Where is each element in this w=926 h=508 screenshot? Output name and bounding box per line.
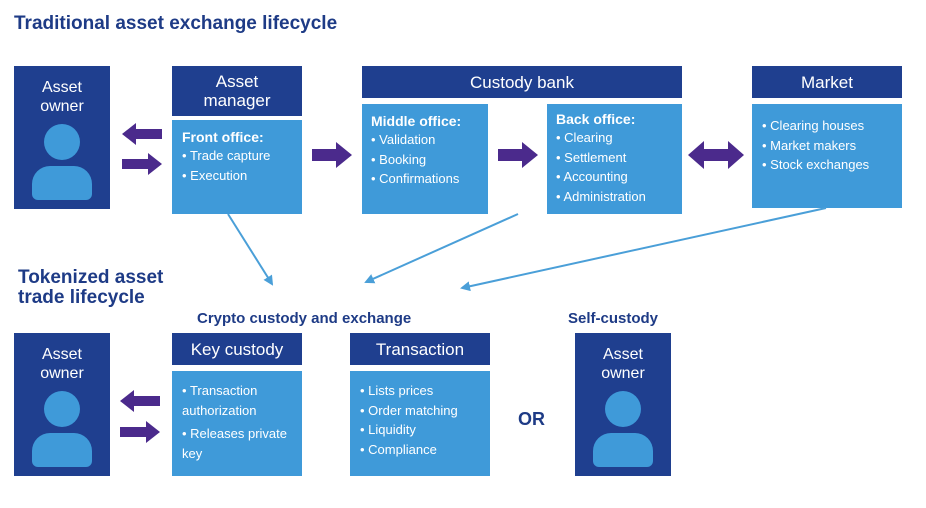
transaction-header: Transaction [350, 333, 490, 365]
market-box: Clearing houses Market makers Stock exch… [752, 104, 902, 208]
middle-office-title: Middle office: [371, 113, 462, 129]
double-arrow-icon [688, 141, 744, 169]
traditional-title: Traditional asset exchange lifecycle [14, 13, 338, 34]
traditional-asset-owner-box: Asset owner [14, 66, 110, 209]
back-office-box: Back office: Clearing Settlement Account… [547, 104, 682, 214]
connector-custody-bank [364, 213, 519, 284]
person-icon [593, 391, 653, 467]
list-item: Administration [556, 187, 673, 207]
connector-market [460, 207, 827, 292]
custody-bank-header: Custody bank [362, 66, 682, 98]
list-item: Validation [371, 130, 479, 150]
self-custody-asset-owner-box: Asset owner [575, 333, 671, 476]
connector-front-office [227, 213, 274, 286]
tokenized-title-line1: Tokenized asset [18, 267, 164, 288]
middle-office-box: Middle office: Validation Booking Confir… [362, 104, 488, 214]
asset-owner-line1: Asset [602, 346, 643, 363]
arrow-left-icon [122, 123, 162, 145]
key-custody-list: Transaction authorization Releases priva… [182, 381, 292, 463]
list-item: Transaction authorization [182, 381, 292, 420]
asset-manager-line1: Asset [215, 72, 259, 91]
list-item: Liquidity [360, 420, 480, 440]
list-item: Confirmations [371, 169, 479, 189]
key-custody-header: Key custody [172, 333, 302, 365]
transaction-box: Lists prices Order matching Liquidity Co… [350, 371, 490, 476]
front-office-box: Front office: Trade capture Execution [172, 120, 302, 214]
crypto-custody-title: Crypto custody and exchange [197, 310, 412, 327]
self-custody-title: Self-custody [568, 310, 659, 327]
arrow-right-icon [498, 142, 538, 168]
back-office-list: Clearing Settlement Accounting Administr… [556, 128, 673, 206]
person-icon [32, 124, 92, 200]
asset-owner-label: Asset owner [14, 345, 110, 383]
list-item: Stock exchanges [762, 155, 892, 175]
arrow-left-icon [120, 390, 160, 412]
middle-office-list: Validation Booking Confirmations [371, 130, 479, 189]
list-item: Releases private key [182, 424, 292, 463]
asset-owner-line1: Asset [41, 79, 82, 96]
tokenized-title-line2: trade lifecycle [18, 287, 145, 308]
list-item: Clearing [556, 128, 673, 148]
market-header: Market [752, 66, 902, 98]
list-item: Order matching [360, 401, 480, 421]
transaction-list: Lists prices Order matching Liquidity Co… [360, 381, 480, 459]
asset-owner-line2: owner [40, 98, 84, 115]
list-item: Lists prices [360, 381, 480, 401]
person-icon [32, 391, 92, 467]
asset-owner-label: Asset owner [575, 345, 671, 383]
list-item: Accounting [556, 167, 673, 187]
list-item: Clearing houses [762, 116, 892, 136]
front-office-title: Front office: [182, 129, 264, 145]
market-list: Clearing houses Market makers Stock exch… [762, 116, 892, 175]
list-item: Market makers [762, 136, 892, 156]
front-office-list: Trade capture Execution [182, 146, 292, 185]
tokenized-asset-owner-box: Asset owner [14, 333, 110, 476]
asset-manager-header: Asset manager [172, 66, 302, 116]
arrow-right-icon [312, 142, 352, 168]
back-office-title: Back office: [556, 111, 636, 127]
list-item: Compliance [360, 440, 480, 460]
asset-owner-line1: Asset [41, 346, 82, 363]
key-custody-box: Transaction authorization Releases priva… [172, 371, 302, 476]
arrow-right-icon [122, 153, 162, 175]
asset-manager-line2: manager [203, 91, 271, 110]
list-item: Trade capture [182, 146, 292, 166]
list-item: Settlement [556, 148, 673, 168]
list-item: Execution [182, 166, 292, 186]
list-item: Booking [371, 150, 479, 170]
arrow-right-icon [120, 421, 160, 443]
asset-owner-label: Asset owner [14, 78, 110, 116]
or-label: OR [518, 409, 545, 429]
asset-owner-line2: owner [40, 365, 84, 382]
asset-owner-line2: owner [601, 365, 645, 382]
